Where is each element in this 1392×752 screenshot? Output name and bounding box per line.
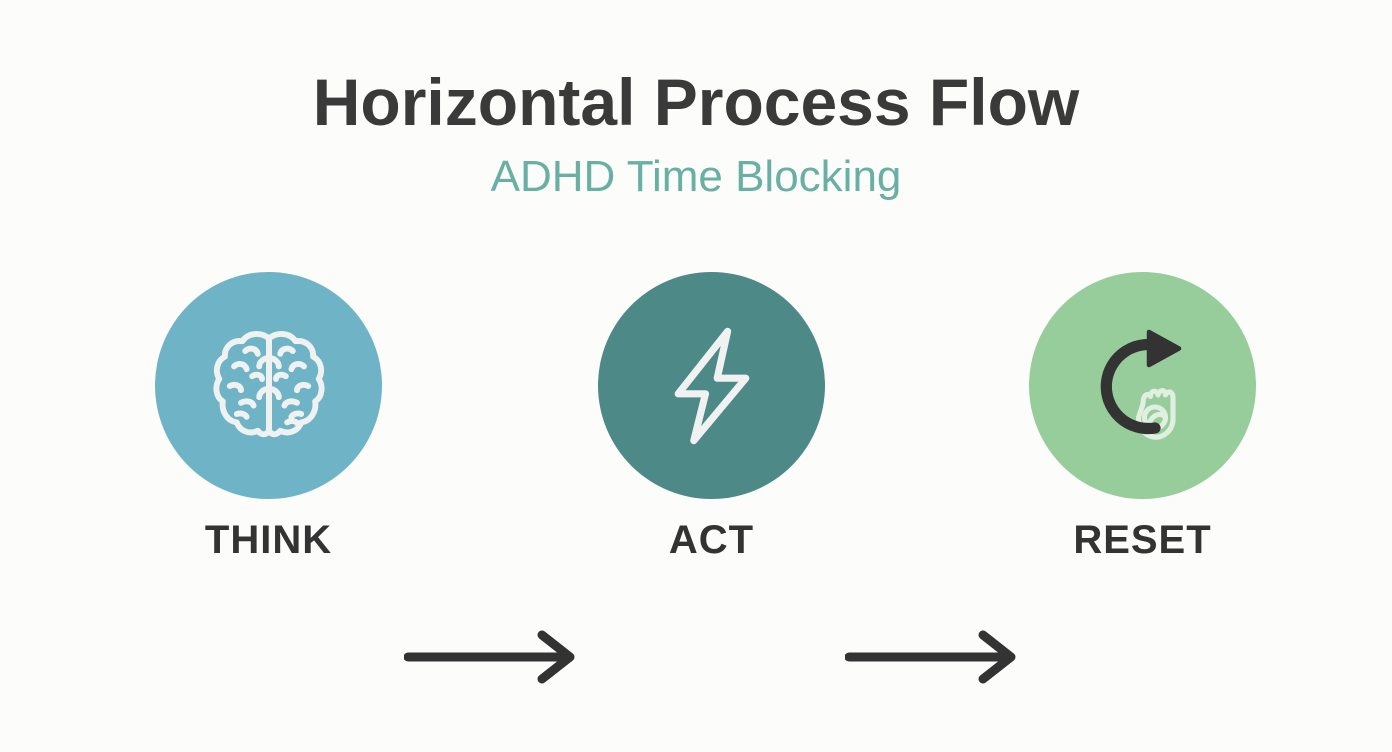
step-circle-act <box>598 272 825 499</box>
step-label-think: THINK <box>204 518 333 562</box>
lightning-bolt-icon <box>674 327 749 444</box>
page-title: Horizontal Process Flow <box>312 65 1080 139</box>
connector-arrow-2 <box>844 629 1025 685</box>
brain-icon <box>212 330 325 437</box>
reset-arrow-icon <box>1100 329 1181 440</box>
header: Horizontal Process Flow ADHD Time Blocki… <box>0 65 1392 202</box>
arrow-right-icon <box>403 630 575 684</box>
connector-arrow-1 <box>403 629 584 685</box>
step-label-act: ACT <box>668 518 755 562</box>
step-circle-think <box>155 272 382 499</box>
step-circle-reset <box>1029 272 1256 499</box>
step-label-reset: RESET <box>1073 518 1212 562</box>
flow-step-reset[interactable] <box>1029 272 1256 499</box>
process-flow <box>0 272 1392 684</box>
arrow-right-icon <box>844 630 1016 684</box>
page-subtitle: ADHD Time Blocking <box>490 152 902 202</box>
flow-step-think[interactable] <box>155 272 382 499</box>
flow-step-act[interactable] <box>598 272 825 499</box>
